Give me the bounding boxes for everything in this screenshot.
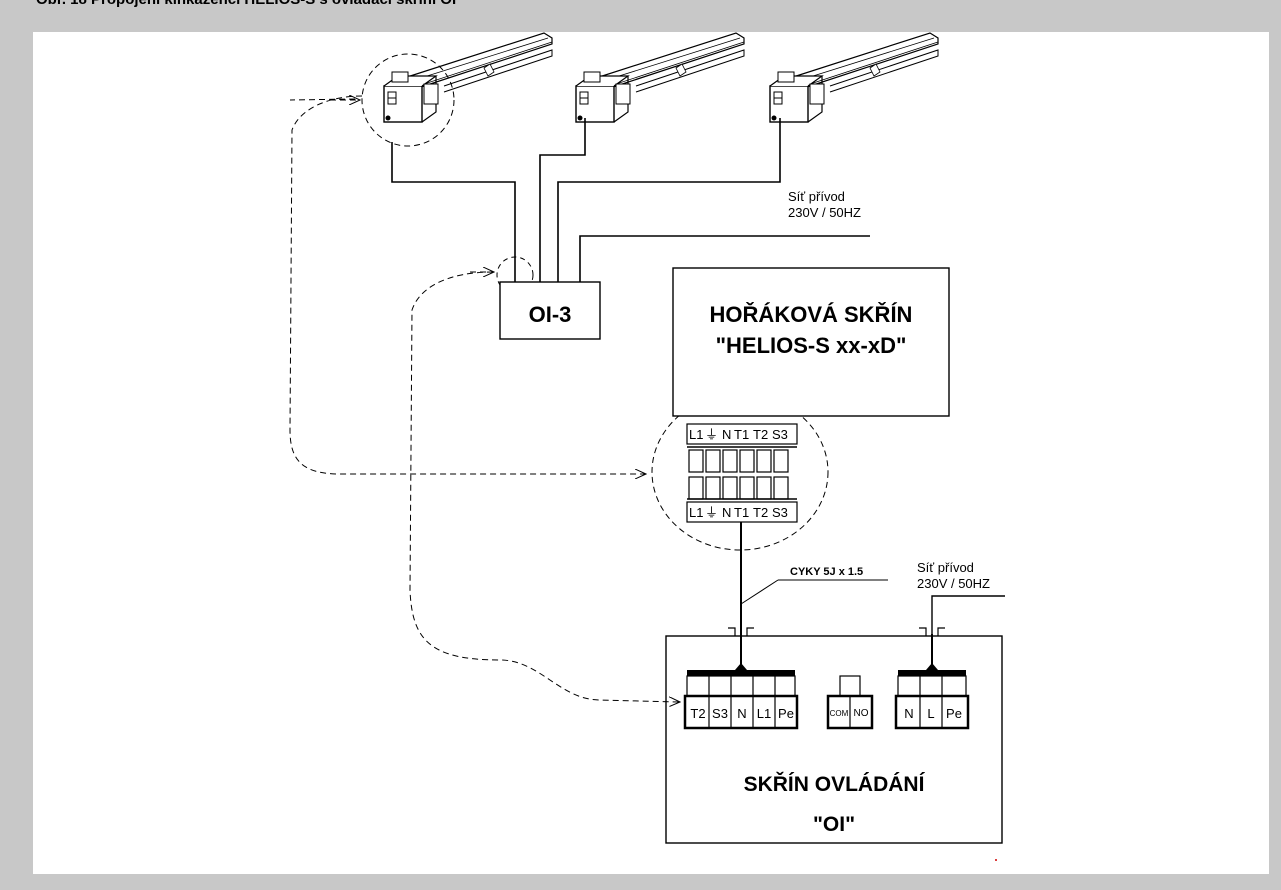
- figure-caption: Obr. 18 Propojení kinkázenci HELIOS-S s …: [36, 0, 456, 8]
- oi-terminal-right: N L Pe: [894, 634, 970, 730]
- term-top-t1: T1: [734, 427, 749, 442]
- cable-label: CYKY 5J x 1.5: [790, 566, 863, 578]
- term-top-l1: L1: [689, 427, 703, 442]
- oi3-box: [499, 281, 601, 340]
- main-cable: [740, 522, 888, 632]
- terminal-strip-top: L1 ⏚ N T1 T2 S3: [686, 423, 798, 473]
- term-top-n: N: [722, 427, 731, 442]
- term-bot-l1: L1: [689, 505, 703, 520]
- oi-line2: "OI": [813, 813, 855, 836]
- oi-term-t2: T2: [690, 706, 705, 721]
- oi-right-pe: Pe: [946, 706, 962, 721]
- mains-bottom-line2: 230V / 50HZ: [917, 576, 990, 591]
- oi-relay-block: COM NO: [826, 675, 874, 730]
- heater-3: [769, 32, 939, 123]
- oi-term-pe: Pe: [778, 706, 794, 721]
- oi-terminal-left: T2 S3 N L1 Pe: [683, 632, 799, 730]
- heater-1-highlight-circle: [361, 53, 455, 147]
- oi-relay-com: COM: [830, 709, 849, 718]
- oi-right-n: N: [904, 706, 913, 721]
- heater-2: [575, 32, 745, 123]
- dashed-arrows: [289, 95, 680, 702]
- term-bot-ground: ⏚: [705, 505, 718, 520]
- oi-line1: SKŘÍN OVLÁDÁNÍ: [744, 772, 926, 796]
- oi-relay-no: NO: [854, 708, 869, 719]
- oi-box: [665, 635, 1003, 844]
- oi-term-l1: L1: [757, 706, 771, 721]
- diagram-panel: [33, 32, 1269, 874]
- heater-wires: [391, 118, 870, 282]
- term-top-s3: S3: [772, 427, 788, 442]
- burner-line2: "HELIOS-S xx-xD": [716, 333, 907, 358]
- heater-1: [383, 32, 553, 123]
- burner-line1: HOŘÁKOVÁ SKŘÍN: [710, 302, 913, 327]
- term-top-t2: T2: [753, 427, 768, 442]
- oi-right-l: L: [927, 706, 934, 721]
- mains-bottom-line1: Síť přívod: [917, 560, 974, 575]
- oi-term-n: N: [737, 706, 746, 721]
- mains-top-line2: 230V / 50HZ: [788, 205, 861, 220]
- terminal-strip-bottom: L1 ⏚ N T1 T2 S3: [686, 476, 798, 523]
- oi3-label: OI-3: [529, 302, 572, 327]
- term-bot-t2: T2: [753, 505, 768, 520]
- term-bot-s3: S3: [772, 505, 788, 520]
- term-bot-t1: T1: [734, 505, 749, 520]
- red-dot: [995, 859, 997, 861]
- term-top-ground: ⏚: [705, 427, 718, 442]
- mains-top-line1: Síť přívod: [788, 189, 845, 204]
- mains-bottom-wire: [931, 595, 1005, 634]
- term-bot-n: N: [722, 505, 731, 520]
- oi-term-s3: S3: [712, 706, 728, 721]
- burner-box: [672, 267, 950, 417]
